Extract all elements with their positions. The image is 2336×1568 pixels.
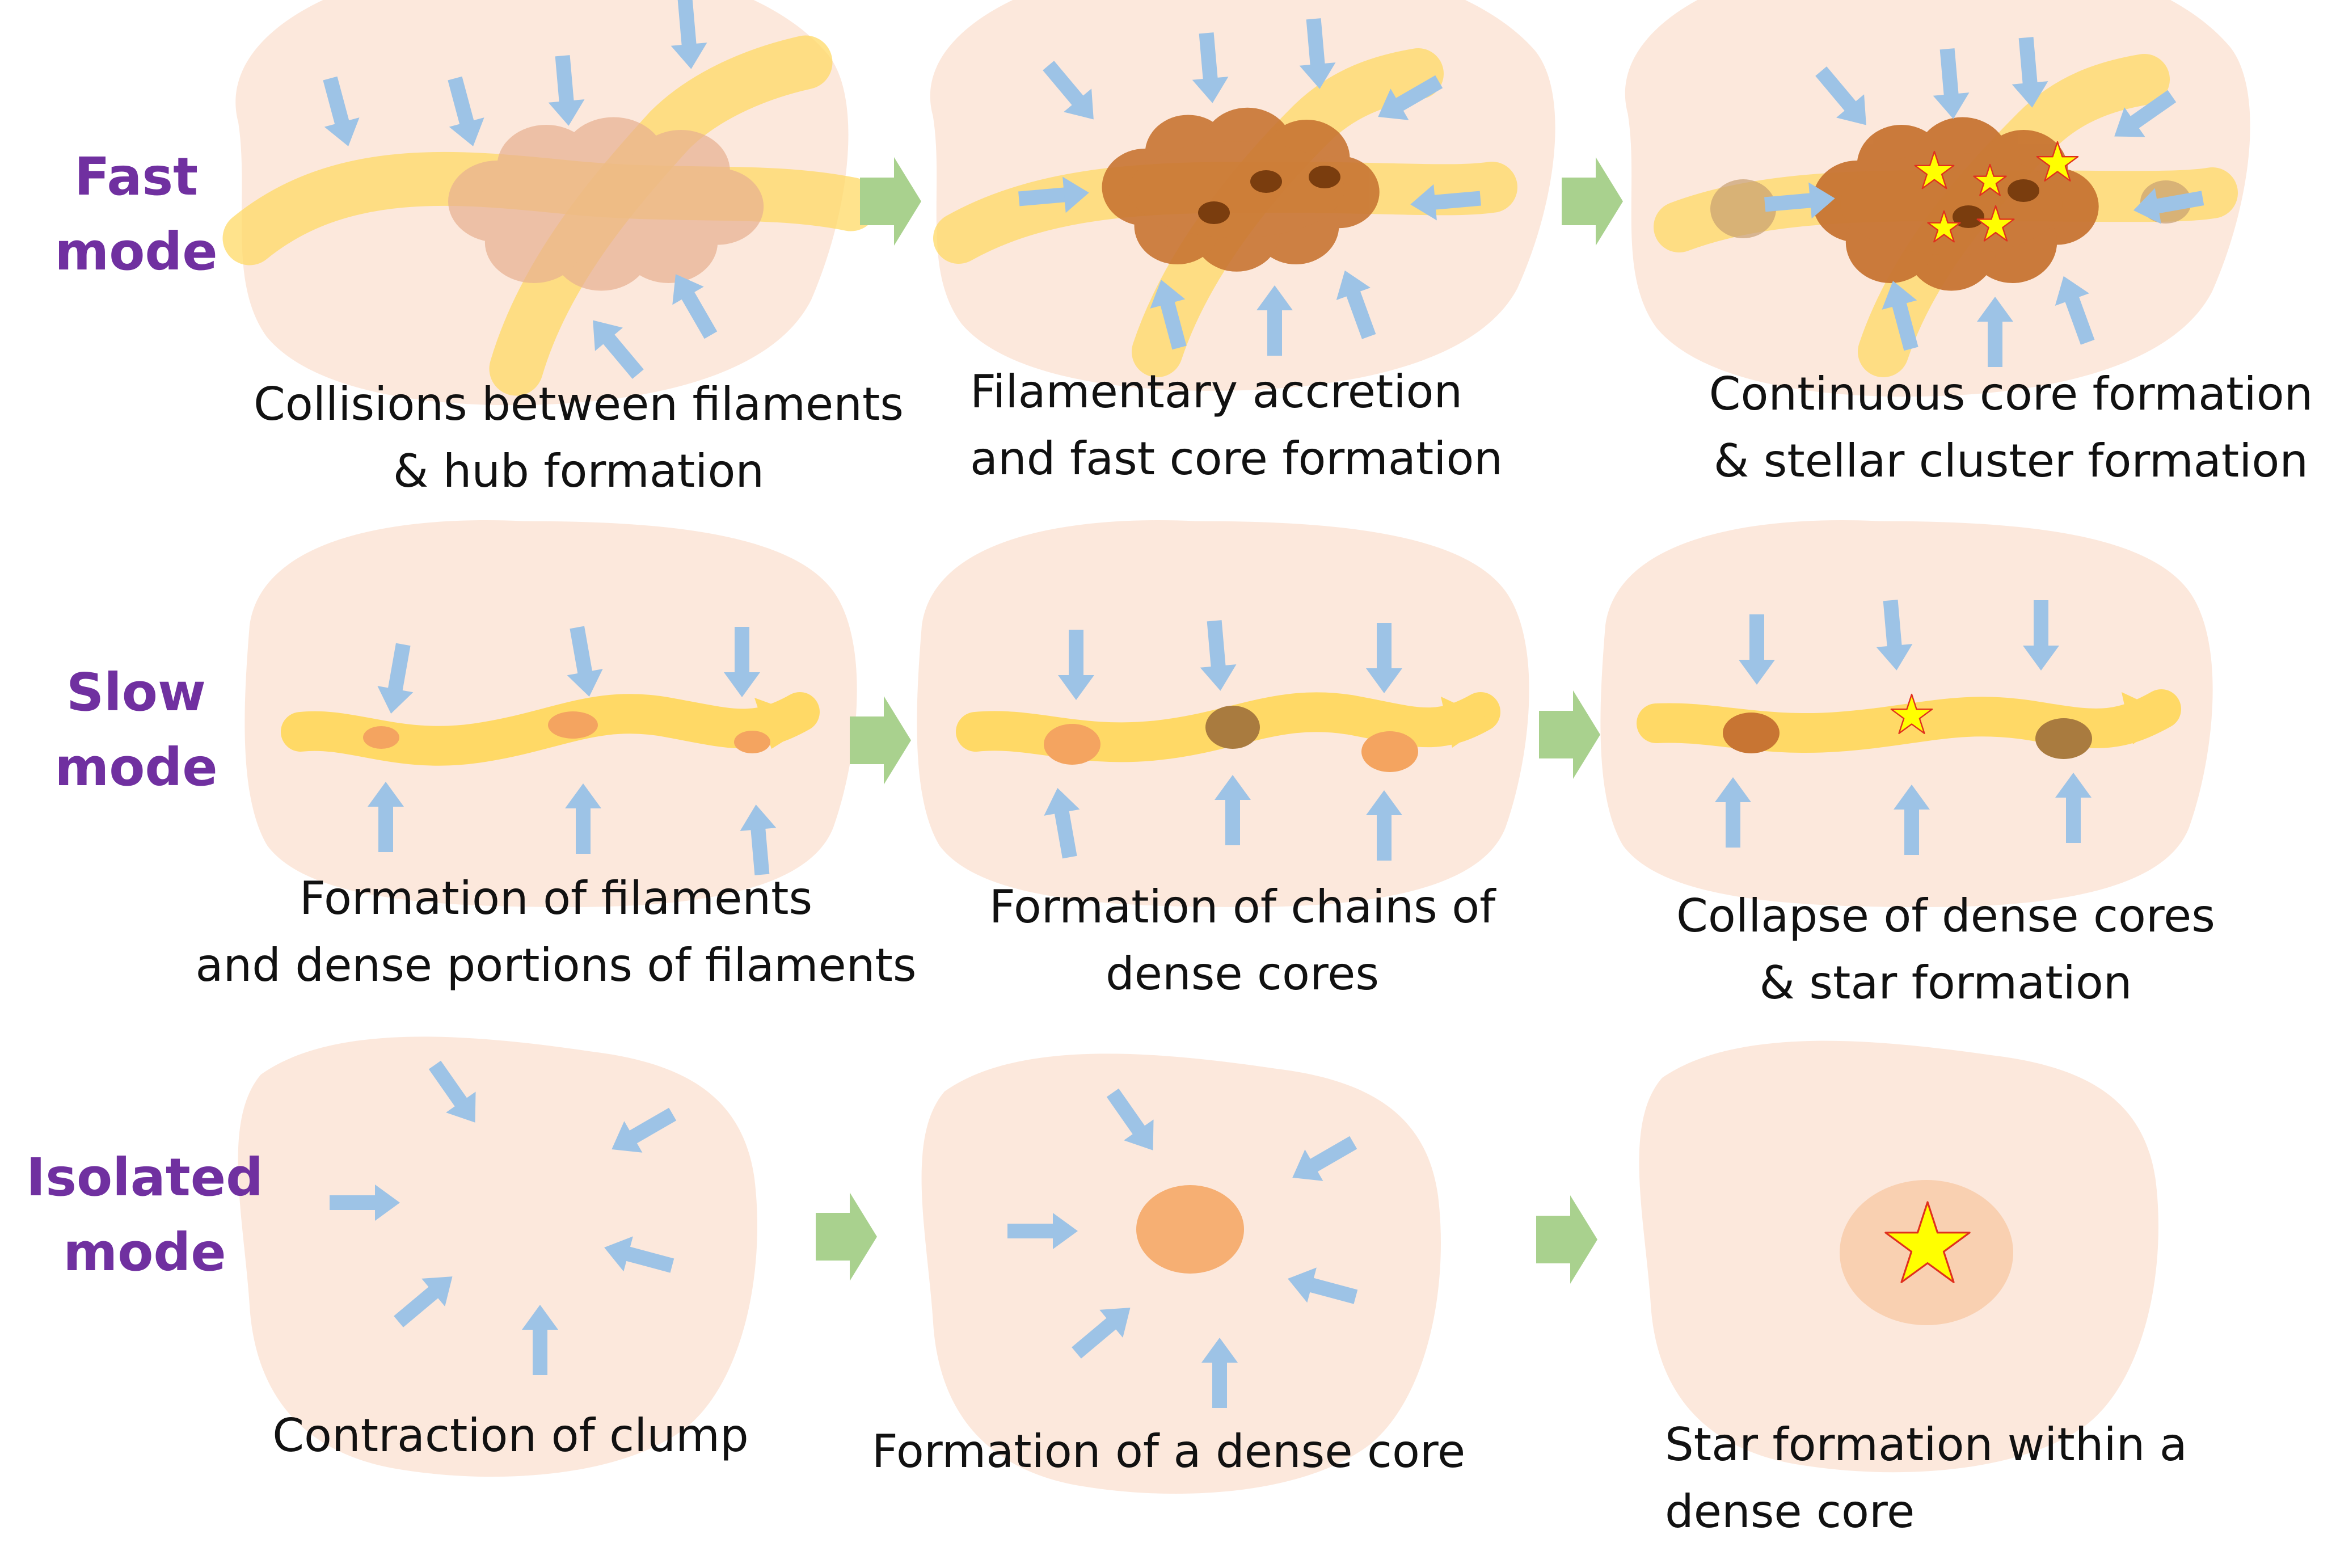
infall-arrow-icon bbox=[323, 76, 360, 146]
dense-core bbox=[1723, 713, 1780, 753]
infall-arrow-icon bbox=[1977, 297, 2013, 367]
fast-mode-label: Fast mode bbox=[54, 146, 218, 282]
infall-arrow-icon bbox=[740, 804, 777, 875]
infall-arrow-icon bbox=[2055, 773, 2092, 843]
infall-arrow-icon bbox=[1288, 1267, 1358, 1304]
fast-step2-caption: Filamentary accretion and fast core form… bbox=[970, 365, 1503, 485]
infall-arrow-icon bbox=[567, 626, 603, 697]
infall-arrow-icon bbox=[1378, 75, 1443, 120]
slow-step3-caption: Collapse of dense cores & star formation bbox=[1676, 890, 2215, 1009]
step-arrow-icon bbox=[860, 157, 921, 246]
slow-step1-filament-tail bbox=[754, 698, 817, 749]
infall-arrow-icon bbox=[593, 320, 644, 379]
infall-arrow-icon bbox=[2023, 600, 2059, 671]
infall-arrow-icon bbox=[1044, 787, 1080, 859]
infall-arrow-icon bbox=[672, 274, 718, 339]
slow-mode-label: Slow mode bbox=[54, 662, 218, 798]
infall-arrow-icon bbox=[612, 1107, 677, 1153]
slow-step2-caption: Formation of chains of dense cores bbox=[989, 880, 1496, 1000]
infall-arrow-icon bbox=[1715, 777, 1751, 848]
isolated-mode-label: Isolated mode bbox=[26, 1147, 264, 1283]
fast-step3-side-core-left bbox=[1710, 179, 1776, 238]
star-icon bbox=[1884, 1201, 1971, 1283]
dense-core bbox=[1136, 1185, 1244, 1274]
infall-arrow-icon bbox=[1043, 61, 1094, 120]
star-icon bbox=[1890, 693, 1933, 734]
infall-arrow-icon bbox=[1336, 270, 1376, 339]
infall-arrow-icon bbox=[1933, 48, 1970, 119]
dense-core bbox=[734, 731, 770, 753]
infall-arrow-icon bbox=[548, 55, 585, 126]
dense-core bbox=[1044, 724, 1100, 765]
infall-arrow-icon bbox=[1739, 614, 1775, 685]
infall-arrow-icon bbox=[1058, 630, 1094, 700]
star-icon bbox=[1927, 210, 1961, 243]
infall-arrow-icon bbox=[2055, 276, 2095, 345]
infall-arrow-icon bbox=[428, 1060, 476, 1123]
step-arrow-icon bbox=[1562, 157, 1623, 246]
infall-arrow-icon bbox=[1018, 176, 1089, 213]
infall-arrow-icon bbox=[604, 1236, 674, 1273]
infall-arrow-icon bbox=[1764, 182, 1835, 219]
infall-arrow-icon bbox=[377, 643, 414, 714]
fast-step3-caption: Continuous core formation & stellar clus… bbox=[1709, 368, 2313, 487]
step-arrow-icon bbox=[1536, 1195, 1597, 1284]
dense-core bbox=[1250, 170, 1282, 193]
infall-arrow-icon bbox=[2133, 188, 2204, 224]
infall-arrow-icon bbox=[1292, 1136, 1357, 1181]
dense-core bbox=[2035, 718, 2092, 759]
infall-arrow-icon bbox=[1876, 600, 1913, 671]
infall-arrow-icon bbox=[368, 782, 404, 852]
infall-arrow-icon bbox=[330, 1185, 400, 1221]
infall-arrow-icon bbox=[1299, 18, 1336, 89]
infall-arrow-icon bbox=[1106, 1088, 1154, 1150]
step-arrow-icon bbox=[1539, 690, 1600, 779]
isolated-step2-caption: Formation of a dense core bbox=[871, 1425, 1466, 1478]
star-icon bbox=[2036, 141, 2079, 182]
infall-arrow-icon bbox=[2012, 37, 2048, 108]
infall-arrow-icon bbox=[565, 783, 601, 854]
isolated-step3-caption: Star formation within a dense core bbox=[1665, 1418, 2187, 1538]
dense-core bbox=[1205, 706, 1260, 749]
star-icon bbox=[1914, 150, 1955, 189]
infall-arrow-icon bbox=[1150, 280, 1187, 350]
infall-arrow-icon bbox=[1366, 623, 1402, 693]
infall-arrow-icon bbox=[1366, 790, 1402, 861]
dense-core bbox=[1309, 166, 1340, 188]
infall-arrow-icon bbox=[1410, 184, 1481, 221]
infall-arrow-icon bbox=[1072, 1308, 1131, 1359]
step-arrow-icon bbox=[816, 1192, 877, 1281]
infall-arrow-icon bbox=[1192, 32, 1229, 103]
star-icon bbox=[1976, 205, 2015, 242]
infall-arrow-icon bbox=[448, 76, 484, 146]
isolated-step1-caption: Contraction of clump bbox=[272, 1409, 749, 1462]
infall-arrow-icon bbox=[1256, 285, 1293, 356]
infall-arrow-icon bbox=[1200, 620, 1237, 691]
dense-core bbox=[2008, 179, 2039, 202]
infall-arrow-icon bbox=[671, 0, 707, 69]
dense-core bbox=[1198, 201, 1230, 224]
infall-arrow-icon bbox=[2114, 90, 2177, 137]
infall-arrow-icon bbox=[724, 627, 760, 697]
dense-core bbox=[548, 711, 598, 739]
infall-arrow-icon bbox=[1201, 1338, 1238, 1408]
dense-core bbox=[1361, 731, 1418, 772]
infall-arrow-icon bbox=[1007, 1213, 1078, 1249]
fast-step1-caption: Collisions between filaments & hub forma… bbox=[253, 378, 904, 498]
infall-arrow-icon bbox=[394, 1276, 453, 1327]
slow-step3-filament-tail bbox=[2122, 692, 2173, 744]
slow-step1-caption: Formation of filaments and dense portion… bbox=[195, 872, 917, 992]
slow-step2-filament-tail bbox=[1441, 697, 1492, 748]
step-arrow-icon bbox=[850, 696, 911, 785]
infall-arrow-icon bbox=[1815, 66, 1866, 125]
infall-arrow-icon bbox=[522, 1305, 558, 1375]
dense-core bbox=[363, 726, 399, 749]
infall-arrow-icon bbox=[1894, 785, 1930, 855]
infall-arrow-icon bbox=[1215, 775, 1251, 845]
star-icon bbox=[1973, 163, 2007, 196]
infall-arrow-icon bbox=[1882, 281, 1918, 351]
